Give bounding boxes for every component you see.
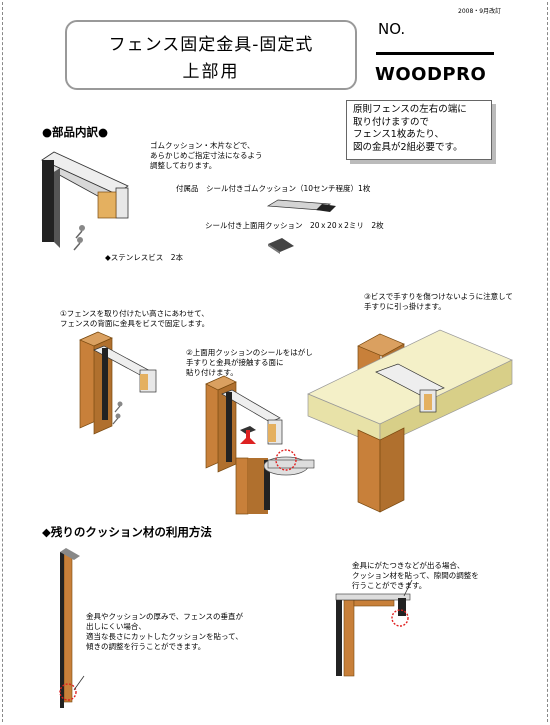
brand-logo: WOODPRO (375, 64, 487, 85)
accessory-text: 付属品 シール付きゴムクッション（10センチ程度）1枚 (176, 184, 371, 193)
upper-cushion-text: シール付き上面用クッション 20ｘ20ｘ2ミリ 2枚 (205, 221, 384, 230)
rubber-note: ゴムクッション・木片などで、 あらかじめご指定寸法になるよう 調整しております。 (150, 141, 263, 170)
parts-heading: ●部品内訳● (42, 125, 109, 139)
cushion-right-illustration (335, 579, 413, 677)
bracket-illustration (41, 151, 129, 248)
screws-text: ◆ステンレスビス 2本 (105, 253, 184, 262)
step1-text: ①フェンスを取り付けたい高さにあわせて、 フェンスの背面に金具をビスで固定します… (60, 309, 210, 328)
number-underline (376, 52, 494, 55)
cushion-left-text: 金具やクッションの厚みで、フェンスの垂直が 出しにくい場合、 適当な長さにカット… (86, 612, 244, 651)
screw-icon (73, 225, 85, 251)
upper-cushion-illustration (268, 238, 294, 254)
cushion-heading: ◆残りのクッション材の利用方法 (42, 525, 212, 539)
note-box: 原則フェンスの左右の端に 取り付けますので フェンス1枚あたり、 図の金具が2組… (346, 100, 492, 160)
note-line: 原則フェンスの左右の端に (353, 104, 467, 115)
note-line: 取り付けますので (353, 116, 430, 128)
note-line: フェンス1枚あたり、 (353, 129, 444, 140)
page-title: フェンス固定金具-固定式 (108, 35, 314, 55)
rubber-cushion-illustration (266, 199, 336, 212)
number-label: NO. (378, 20, 406, 38)
step2-illustration (205, 375, 283, 473)
note-line: 図の金具が2組必要です。 (353, 141, 463, 153)
cushion-left-illustration (59, 548, 85, 708)
step1-illustration (79, 331, 157, 435)
step3-illustration (307, 329, 513, 513)
step2-text: ②上面用クッションのシールをはがし 手すりと金具が接触する面に 貼り付けます。 (186, 348, 313, 377)
title-box: フェンス固定金具-固定式 上部用 (65, 20, 357, 90)
page-subtitle: 上部用 (182, 62, 240, 82)
cushion-right-text: 金具にがたつきなどが出る場合、 クッション材を貼って、隙間の調整を 行うことがで… (352, 561, 479, 590)
step3-text: ③ビスで手すりを傷つけないように注意して 手すりに引っ掛けます。 (364, 292, 513, 311)
revision-date: 2008・9月改訂 (458, 8, 502, 15)
step2-detail (235, 449, 315, 515)
